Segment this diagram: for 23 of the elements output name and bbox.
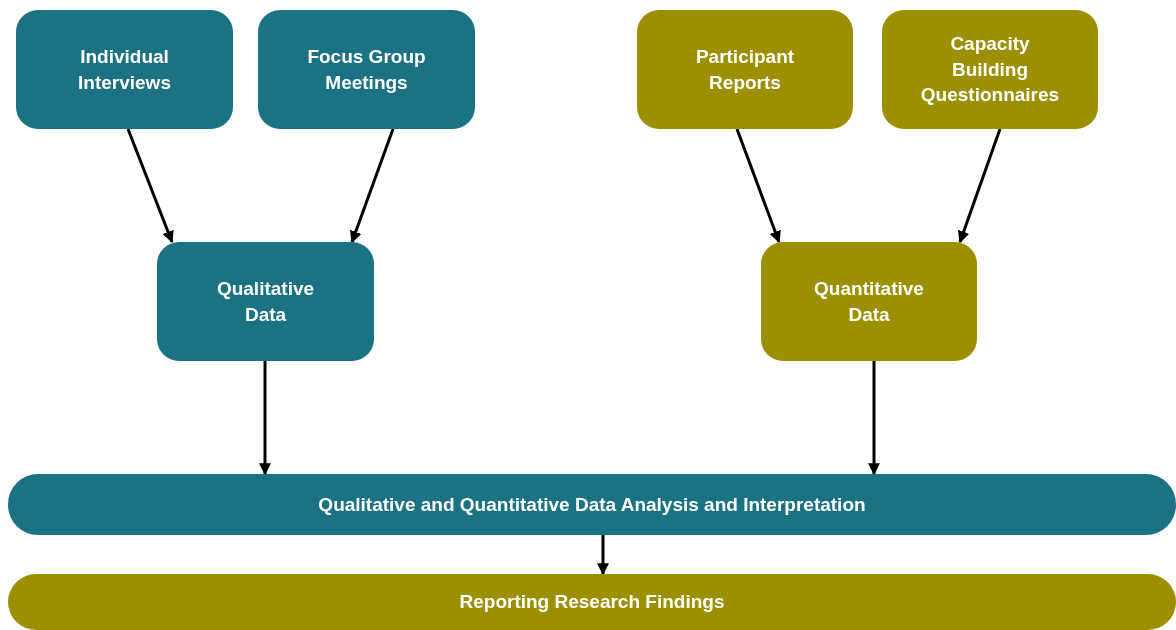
arrow	[350, 128, 395, 244]
box-label: Individual Interviews	[77, 44, 172, 95]
box-label: Qualitative Data	[215, 276, 316, 327]
arrow	[126, 128, 174, 244]
box-label: Capacity Building Questionnaires	[920, 32, 1060, 108]
arrow	[259, 361, 271, 476]
arrow	[597, 535, 609, 576]
arrow	[735, 128, 781, 244]
box-label: Qualitative and Quantitative Data Analysis and Interpretation	[318, 492, 866, 517]
process-box	[157, 242, 374, 361]
process-box	[8, 574, 1176, 630]
process-box	[258, 10, 475, 129]
process-box	[637, 10, 853, 129]
box-label: Participant Reports	[694, 44, 796, 95]
box-label: Quantitative Data	[813, 276, 925, 327]
process-box	[761, 242, 977, 361]
process-box	[16, 10, 233, 129]
arrow	[868, 361, 880, 476]
arrow	[957, 128, 1002, 244]
process-box	[882, 10, 1098, 129]
box-label: Focus Group Meetings	[306, 44, 427, 95]
process-box	[8, 474, 1176, 535]
box-label: Reporting Research Findings	[459, 590, 725, 615]
